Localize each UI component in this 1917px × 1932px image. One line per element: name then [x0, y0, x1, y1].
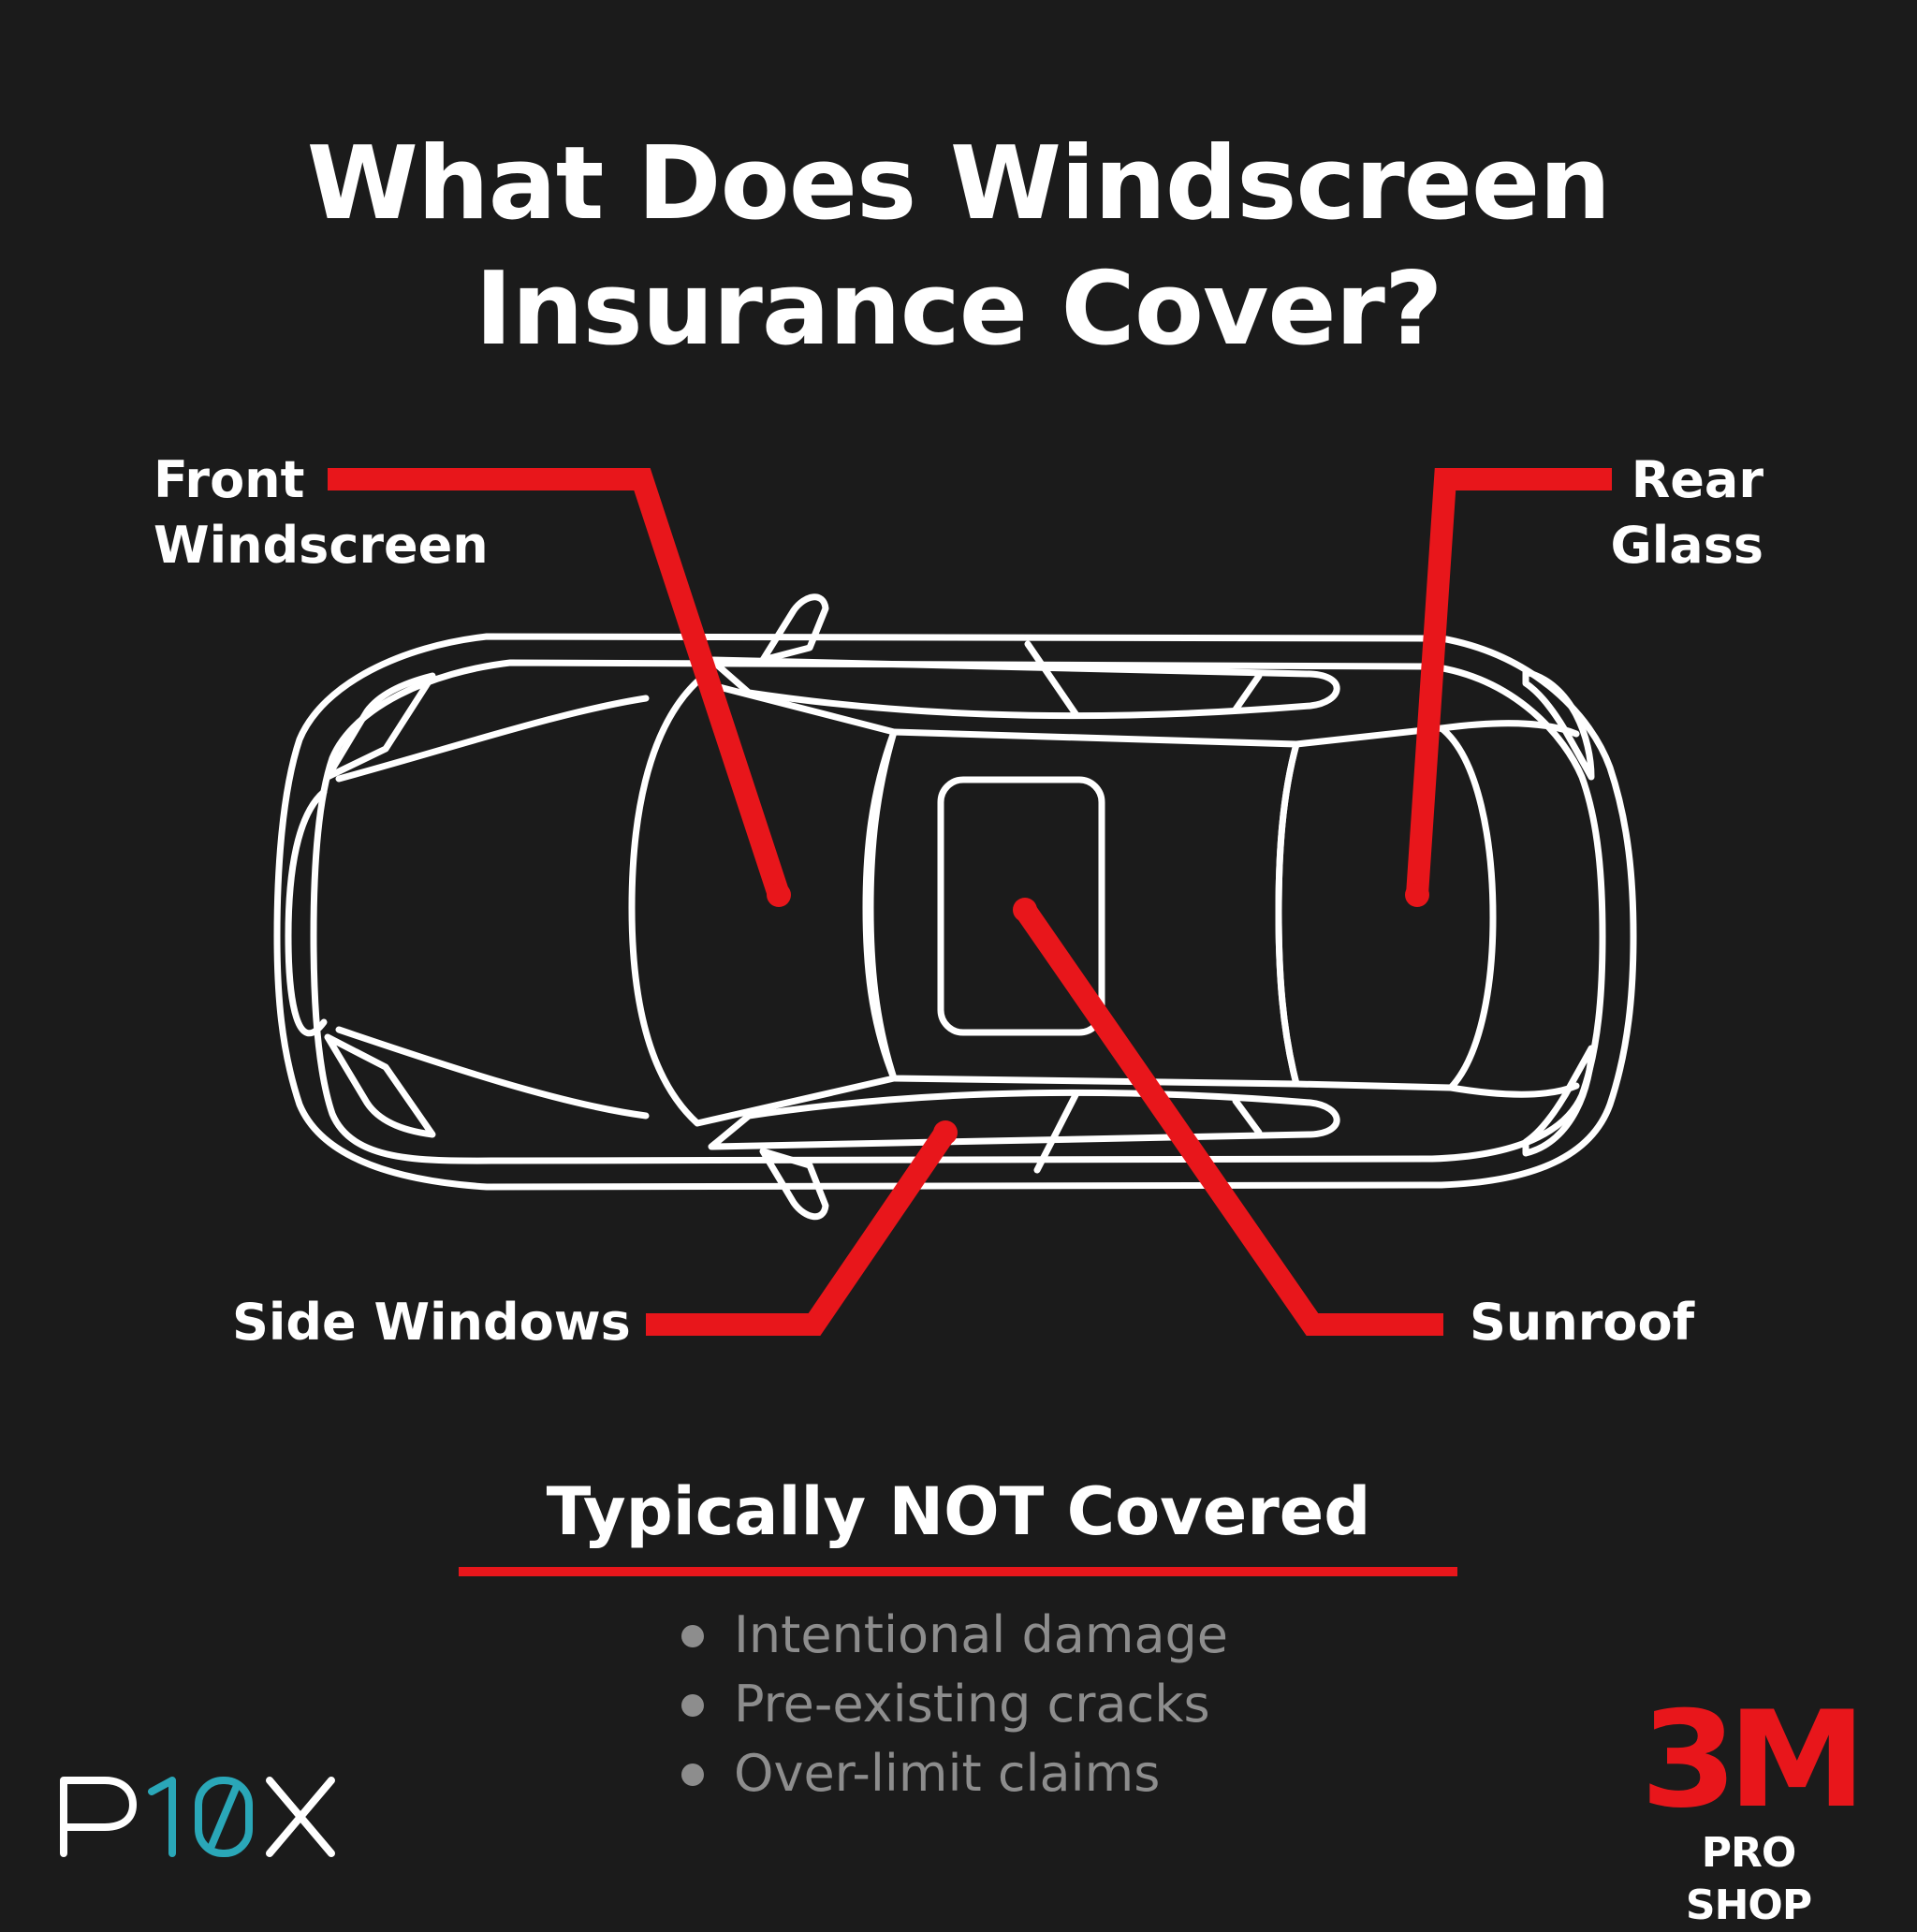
rear-glass-outline: [1275, 724, 1497, 1091]
label-front-line-2: Windscreen: [154, 516, 489, 575]
label-rear-glass: Rear Glass: [1610, 447, 1763, 578]
side-window-top-pillar-1: [1024, 640, 1080, 719]
logo-letter-x: [266, 1777, 335, 1857]
label-rear-line-2: Glass: [1610, 516, 1763, 575]
label-rear-line-1: Rear: [1631, 450, 1763, 509]
rear-light-right: [1522, 1045, 1595, 1157]
3m-pro-shop-logo: 3M PRO SHOP: [1636, 1694, 1866, 1930]
callout-dot-front: [767, 883, 791, 907]
not-covered-heading: Typically NOT Covered: [546, 1473, 1371, 1550]
3m-logo-subtitle: PRO SHOP: [1685, 1829, 1812, 1929]
list-item-text: Over-limit claims: [734, 1744, 1161, 1803]
headlight-right: [324, 1033, 436, 1138]
mirror-bottom: [759, 1148, 829, 1221]
not-covered-list: Intentional damage Pre-existing cracks O…: [674, 1601, 1228, 1808]
callout-line-rear: [1406, 468, 1612, 896]
side-window-top-pillar-2: [1232, 672, 1263, 713]
side-window-bottom-pillar-1: [1033, 1090, 1080, 1174]
car-body-inner: [310, 659, 1606, 1164]
side-window-bottom: [708, 1089, 1340, 1150]
label-front-line-1: Front: [154, 450, 305, 509]
logo-letter-1: [148, 1777, 176, 1857]
side-window-bottom-pillar-2: [1232, 1097, 1263, 1136]
list-item-text: Intentional damage: [734, 1605, 1229, 1664]
car-body: [273, 633, 1637, 1191]
mirror-top: [759, 593, 829, 664]
front-windscreen-outline: [628, 678, 898, 1127]
page-title-line-2: Insurance Cover?: [475, 251, 1442, 368]
label-sunroof: Sunroof: [1470, 1293, 1695, 1352]
logo-letter-0-slash: [208, 1784, 240, 1850]
label-side-windows: Side Windows: [232, 1293, 631, 1352]
logo-letter-p: [60, 1777, 137, 1857]
hood-line-bottom: [335, 1026, 650, 1120]
not-covered-divider: [459, 1567, 1457, 1576]
list-item: Over-limit claims: [674, 1739, 1228, 1808]
list-item: Pre-existing cracks: [674, 1670, 1228, 1739]
side-window-top: [708, 656, 1340, 720]
bullet-icon: [681, 1694, 704, 1717]
bullet-icon: [681, 1625, 704, 1647]
label-front-windscreen: Front Windscreen: [154, 447, 489, 578]
trunk-line-2: [1447, 1082, 1580, 1098]
callout-dot-sunroof: [1013, 898, 1037, 922]
hood-line-top: [335, 695, 650, 783]
callout-line-side: [646, 1126, 955, 1336]
3m-logo-mark: 3M: [1640, 1683, 1866, 1837]
callout-dots: [767, 883, 1429, 1145]
car-outline: [273, 593, 1637, 1221]
callout-line-front: [328, 468, 790, 899]
page-title-line-1: What Does Windscreen: [306, 125, 1611, 242]
p10x-logo: [60, 1777, 335, 1857]
bullet-icon: [681, 1764, 704, 1786]
callout-line-sunroof: [1016, 903, 1443, 1336]
front-bumper: [285, 788, 328, 1037]
list-item: Intentional damage: [674, 1601, 1228, 1670]
rear-light-left: [1522, 668, 1595, 781]
callout-lines: [328, 468, 1612, 1336]
list-item-text: Pre-existing cracks: [734, 1675, 1210, 1734]
trunk-line: [1438, 720, 1580, 738]
callout-dot-rear: [1405, 883, 1429, 907]
headlight-left: [324, 672, 436, 781]
sunroof-outline: [937, 776, 1105, 1036]
page-title: What Does Windscreen Insurance Cover?: [0, 122, 1917, 373]
logo-letter-0: [195, 1777, 253, 1857]
callout-dot-side: [933, 1120, 958, 1145]
